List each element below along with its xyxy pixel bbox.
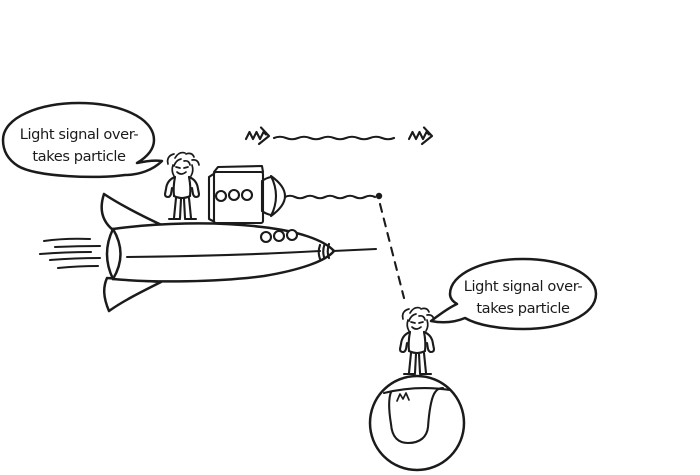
exhaust-line <box>42 237 92 243</box>
device-top-bevel <box>212 164 265 174</box>
porthole <box>259 230 273 244</box>
device-indicator <box>227 188 241 202</box>
light-wave-line <box>272 135 396 141</box>
device-indicator <box>214 189 228 203</box>
beam-wavy-line <box>283 194 377 200</box>
porthole <box>272 229 286 243</box>
bubble-text-line1: Light signal over- <box>20 126 139 143</box>
mountain-squiggle <box>396 392 410 402</box>
emitted-light-beam <box>283 192 383 200</box>
bubble-text-line1: Light signal over- <box>464 278 583 295</box>
exhaust-flames <box>38 237 102 270</box>
engine-cap <box>111 227 122 281</box>
nose-rib <box>317 243 322 261</box>
speech-bubble-earth-observer: Light signal over- takes particle <box>429 257 598 331</box>
continent-outline <box>388 386 445 445</box>
exhaust-line <box>48 256 102 262</box>
device-indicator <box>240 188 254 202</box>
nose-rib <box>326 242 331 260</box>
photon-arrow-icon <box>244 126 271 146</box>
nose-spike <box>331 247 378 253</box>
rocket-bottom-fin <box>103 276 163 313</box>
light-source-device <box>207 164 287 225</box>
speech-bubble-outline <box>1 101 164 179</box>
rocket <box>38 192 378 313</box>
nose-tip <box>317 242 378 261</box>
photon-arrow-icon <box>407 126 434 146</box>
earth-globe <box>368 374 466 472</box>
device-side-bevel <box>207 171 217 224</box>
light-signal-top <box>244 126 434 146</box>
speech-bubble-rocket-observer: Light signal over- takes particle <box>1 101 164 179</box>
porthole <box>285 228 299 242</box>
nose-rib <box>322 243 326 260</box>
lens-crescent <box>269 174 287 218</box>
exhaust-line <box>53 244 102 249</box>
earth-circle <box>368 374 466 472</box>
bubble-text-line2: takes particle <box>32 148 126 165</box>
body-seam-line <box>125 249 322 259</box>
lens-flange <box>260 175 273 217</box>
engine-cap <box>105 227 115 281</box>
einstein-on-earth <box>398 306 436 376</box>
einstein-on-rocket <box>163 151 201 221</box>
sight-line-dashed <box>378 202 406 300</box>
particle-dot <box>375 192 383 200</box>
bubble-text-line2: takes particle <box>476 300 570 317</box>
exhaust-line <box>38 250 93 256</box>
speech-bubble-outline <box>429 257 598 331</box>
exhaust-line <box>56 264 100 270</box>
